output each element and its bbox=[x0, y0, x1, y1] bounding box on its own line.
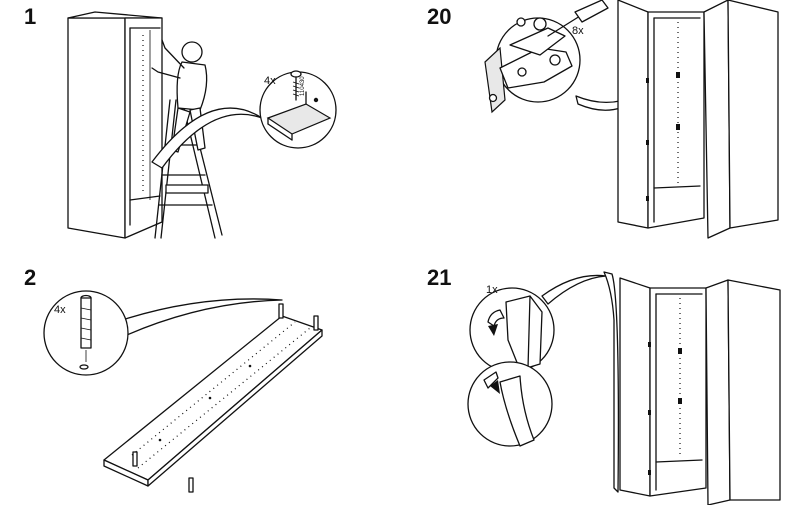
step-21-illustration: 1x bbox=[467, 271, 781, 505]
step-1-illustration bbox=[67, 11, 337, 239]
wooden-dowels bbox=[132, 303, 319, 493]
step-number-20: 20 bbox=[427, 4, 452, 29]
zoom-detail-step-21-top bbox=[469, 287, 555, 373]
wardrobe-closed-doors bbox=[603, 271, 781, 505]
quantity-label-step-20: 8x bbox=[572, 25, 584, 37]
zoom-detail-step-1 bbox=[259, 70, 337, 149]
step-20-illustration: 8x bbox=[484, 0, 779, 239]
dowel-icon bbox=[79, 294, 92, 370]
side-panel bbox=[103, 315, 323, 487]
zoom-detail-step-2 bbox=[43, 290, 129, 376]
callout-arrow-step-2 bbox=[115, 298, 283, 339]
wardrobe-frame bbox=[67, 11, 163, 239]
step-2-illustration bbox=[43, 290, 323, 493]
step-number-1: 1 bbox=[24, 4, 37, 29]
step-number-21: 21 bbox=[427, 265, 452, 290]
quantity-label-step-2: 4x bbox=[54, 304, 66, 316]
person-figure bbox=[151, 39, 208, 153]
callout-arrow-step-21 bbox=[541, 274, 607, 305]
step-ladder bbox=[154, 99, 223, 239]
zoom-detail-step-21-bottom bbox=[467, 361, 553, 447]
zoom-detail-step-20 bbox=[484, 0, 609, 114]
wardrobe-with-doors bbox=[617, 0, 779, 239]
quantity-label-step-1: 4x bbox=[264, 75, 276, 87]
screw-icon bbox=[290, 70, 302, 101]
part-code-label: 110430 bbox=[300, 76, 306, 96]
screwdriver-icon bbox=[547, 0, 609, 37]
step-number-2: 2 bbox=[24, 265, 37, 290]
quantity-label-step-21: 1x bbox=[486, 284, 498, 296]
